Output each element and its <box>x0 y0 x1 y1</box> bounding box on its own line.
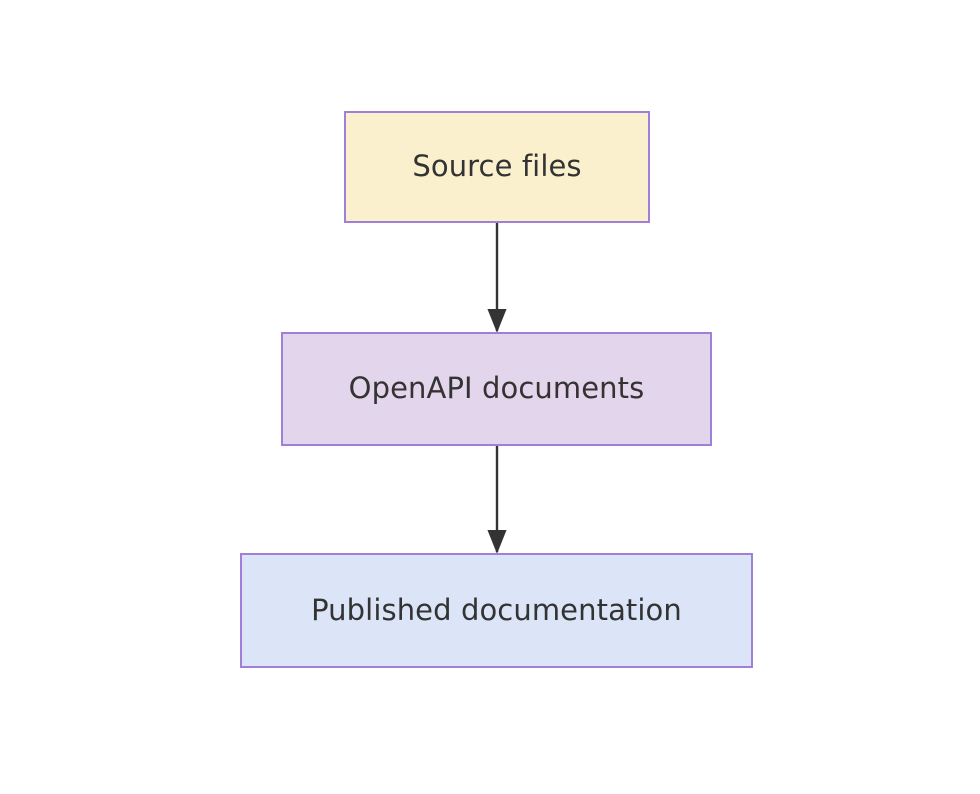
flowchart-node-published-documentation[interactable]: Published documentation <box>240 553 753 668</box>
flowchart-node-openapi-documents[interactable]: OpenAPI documents <box>281 332 712 446</box>
flowchart-node-label: Published documentation <box>311 592 682 627</box>
flowchart-node-label: OpenAPI documents <box>348 371 645 406</box>
flowchart-node-source-files[interactable]: Source files <box>344 111 650 223</box>
flowchart-node-label: Source files <box>412 149 582 184</box>
